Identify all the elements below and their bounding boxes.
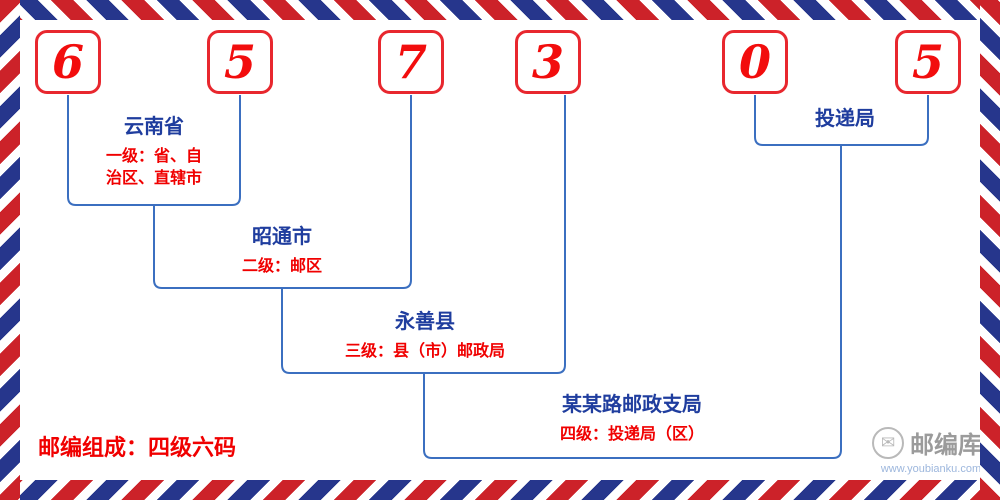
level3-desc: 三级：县（市）邮政局 xyxy=(344,343,505,360)
postal-digit-3: 7 xyxy=(394,35,427,89)
postal-digit-box-4: 3 xyxy=(515,30,581,94)
postal-digit-4: 3 xyxy=(531,35,564,89)
postal-digit-2: 5 xyxy=(223,35,256,89)
level1-place-name: 云南省 xyxy=(124,116,184,138)
level4-place-name: 某某路邮政支局 xyxy=(562,394,702,416)
envelope-logo-icon: ✉ xyxy=(872,426,904,459)
level1-desc-line2: 治区、直辖市 xyxy=(105,170,202,187)
postal-digit-1: 6 xyxy=(51,35,84,89)
postal-digit-box-1: 6 xyxy=(35,30,101,94)
brand-name: 邮编库 xyxy=(910,432,982,459)
airmail-border-top xyxy=(0,0,1000,20)
airmail-border-bottom xyxy=(0,480,1000,500)
postal-digit-box-2: 5 xyxy=(207,30,273,94)
postal-digit-box-5: 0 xyxy=(722,30,788,94)
site-url: www.youbianku.com xyxy=(880,463,982,475)
site-watermark: ✉ 邮编库 www.youbianku.com xyxy=(872,425,990,475)
level2-desc: 二级：邮区 xyxy=(241,258,322,275)
level4-desc: 四级：投递局（区） xyxy=(559,426,704,443)
postal-digit-6: 5 xyxy=(911,35,944,89)
delivery-bureau-label: 投递局 xyxy=(815,108,875,130)
level2-place-name: 昭通市 xyxy=(252,226,312,248)
postal-digit-box-6: 5 xyxy=(895,30,961,94)
level1-desc-line1: 一级：省、自 xyxy=(105,148,202,165)
airmail-border-right xyxy=(980,0,1000,500)
postal-digit-5: 0 xyxy=(738,35,771,89)
composition-note: 邮编组成：四级六码 xyxy=(38,435,237,460)
postal-digit-box-3: 7 xyxy=(378,30,444,94)
level3-place-name: 永善县 xyxy=(395,311,455,333)
airmail-border-left xyxy=(0,0,20,500)
